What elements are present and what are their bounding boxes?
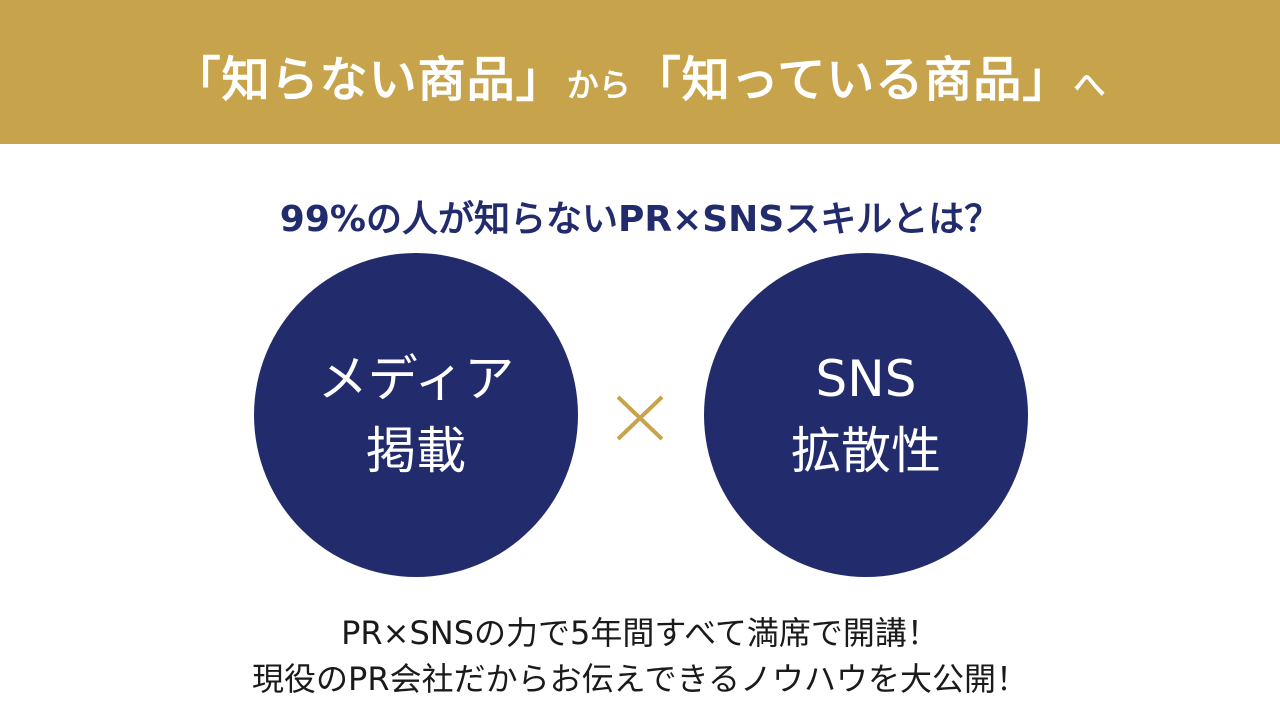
- banner-title: 「知らない商品」 から 「知っている商品」 へ: [173, 34, 1108, 110]
- sns-circle: SNS 拡散性: [704, 253, 1028, 577]
- sns-circle-line2: 拡散性: [791, 422, 941, 480]
- banner-title-part2: から: [566, 66, 631, 104]
- footer-text: PR×SNSの力で5年間すべて満席で開講！ 現役のPR会社だからお伝えできるノウ…: [0, 610, 1280, 702]
- times-icon: [616, 395, 664, 441]
- subheading: 99%の人が知らないPR×SNSスキルとは？: [279, 199, 1001, 240]
- footer-line2: 現役のPR会社だからお伝えできるノウハウを大公開！: [252, 660, 1028, 698]
- banner-title-part1: 「知らない商品」: [172, 52, 565, 108]
- media-circle-line1: メディア: [317, 350, 515, 408]
- media-circle-line2: 掲載: [366, 422, 466, 480]
- sns-circle-line1: SNS: [815, 350, 917, 408]
- banner-title-part4: へ: [1073, 66, 1106, 104]
- media-circle: メディア 掲載: [254, 253, 578, 577]
- footer-line1: PR×SNSの力で5年間すべて満席で開講！: [341, 614, 939, 652]
- banner-title-part3: 「知っている商品」: [632, 52, 1072, 108]
- title-banner: 「知らない商品」 から 「知っている商品」 へ: [0, 0, 1280, 144]
